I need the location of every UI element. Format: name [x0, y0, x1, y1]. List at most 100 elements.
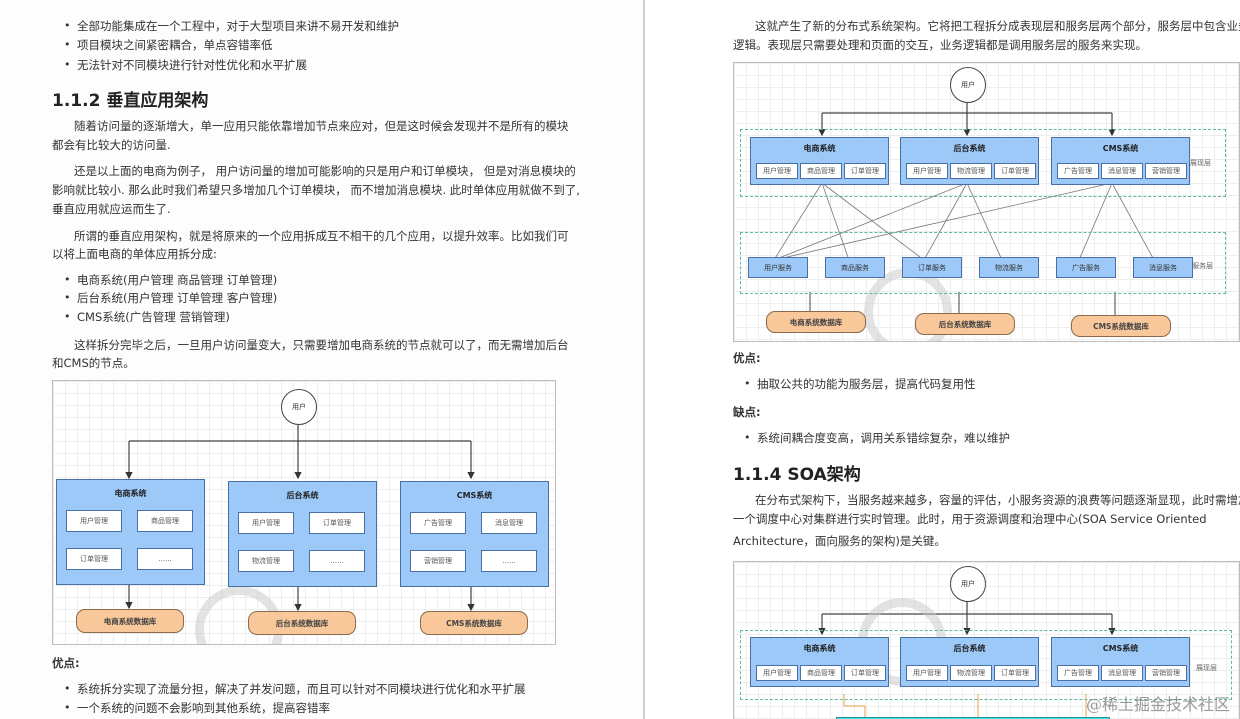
watermark-text: @稀土掘金技术社区	[1085, 695, 1230, 714]
paragraph-line: 和CMS的节点。	[52, 356, 135, 370]
paragraph-line: 在分布式架构下，当服务越来越多，容量的评估，小服务资源的浪费等问题逐渐显现，此时…	[755, 493, 1240, 507]
right-page: 这就产生了新的分布式系统架构。它将把工程拆分成表现层和服务层两个部分，服务层中包…	[645, 0, 1240, 719]
presentation-layer	[740, 129, 1226, 197]
paragraph-line: 都会有比较大的访问量.	[52, 138, 171, 152]
layer-label: 服务层	[1192, 262, 1213, 270]
user-node: 用户	[950, 67, 986, 103]
module-box: 消息管理	[481, 512, 537, 534]
system-title: 后台系统	[953, 144, 986, 153]
list-item: CMS系统(广告管理 营销管理)	[64, 309, 230, 325]
presentation-layer	[740, 630, 1232, 700]
database-node: 后台系统数据库	[915, 313, 1015, 335]
module-box: 营销管理	[1145, 665, 1187, 681]
system-box-cms: CMS系统 广告管理 消息管理 营销管理	[1051, 137, 1190, 185]
system-box-ecommerce: 电商系统 用户管理 商品管理 订单管理	[750, 637, 889, 687]
module-box: 订单管理	[66, 548, 122, 570]
database-node: CMS系统数据库	[420, 611, 528, 635]
system-title: 后台系统	[286, 491, 319, 500]
service-box: 物流服务	[979, 257, 1039, 278]
module-box: 广告管理	[1057, 163, 1099, 179]
paragraph-line: 这就产生了新的分布式系统架构。它将把工程拆分成表现层和服务层两个部分，服务层中包…	[755, 19, 1240, 33]
section-heading: 1.1.4 SOA架构	[733, 465, 861, 485]
list-item: 全部功能集成在一个工程中，对于大型项目来讲不易开发和维护	[64, 18, 399, 34]
list-item: 系统间耦合度变高，调用关系错综复杂，难以维护	[744, 430, 1010, 446]
paragraph-line: 一个调度中心对集群进行实时管理。此时，用于资源调度和治理中心(SOA Servi…	[733, 512, 1207, 526]
service-box: 商品服务	[825, 257, 885, 278]
module-box: 物流管理	[238, 550, 294, 572]
diagram-connectors	[125, 425, 475, 612]
system-box-ecommerce: 电商系统 用户管理 商品管理 订单管理 ......	[56, 479, 205, 585]
service-box: 广告服务	[1056, 257, 1116, 278]
module-box: 商品管理	[800, 665, 842, 681]
soa-architecture-diagram: 用户 展现层 电商系统 用户管理 商品管理 订单管理 后台系统 用户管理 物流管…	[733, 561, 1240, 719]
pros-label: 优点:	[52, 656, 80, 670]
system-box-backend: 后台系统 用户管理 订单管理 物流管理 ......	[228, 481, 377, 587]
section-heading: 1.1.2 垂直应用架构	[52, 91, 209, 111]
diagram-connectors	[773, 101, 1155, 315]
module-box: 商品管理	[800, 163, 842, 179]
module-box: 物流管理	[950, 163, 992, 179]
paragraph-line: Architecture，面向服务的架构)是关键。	[733, 534, 946, 548]
module-box: 用户管理	[906, 665, 948, 681]
database-node: 电商系统数据库	[76, 609, 184, 633]
registry-center-box	[836, 717, 1110, 719]
database-node: 电商系统数据库	[766, 311, 866, 333]
module-box: 订单管理	[844, 163, 886, 179]
page-divider	[643, 0, 645, 719]
service-box: 消息服务	[1133, 257, 1193, 278]
cons-label: 缺点:	[733, 405, 761, 419]
paragraph-line: 逻辑。表现层只需要处理和页面的交互，业务逻辑都是调用服务层的服务来实现。	[733, 38, 1147, 52]
list-item: 一个系统的问题不会影响到其他系统，提高容错率	[64, 700, 330, 716]
system-box-cms: CMS系统 广告管理 消息管理 营销管理	[1051, 637, 1190, 687]
module-box: 用户管理	[756, 163, 798, 179]
service-box: 订单服务	[902, 257, 962, 278]
list-item: 电商系统(用户管理 商品管理 订单管理)	[64, 272, 277, 288]
paragraph-line: 垂直应用就应运而生了.	[52, 202, 171, 216]
module-box: ......	[481, 550, 537, 572]
module-box: 订单管理	[994, 163, 1036, 179]
user-node: 用户	[281, 389, 317, 425]
module-box: 营销管理	[1145, 163, 1187, 179]
module-box: 订单管理	[844, 665, 886, 681]
system-title: CMS系统	[1102, 644, 1139, 653]
list-item: 抽取公共的功能为服务层，提高代码复用性	[744, 376, 975, 392]
pros-label-text: 优点	[733, 351, 756, 365]
system-title: CMS系统	[456, 491, 493, 500]
database-node: CMS系统数据库	[1071, 315, 1171, 337]
module-box: 订单管理	[994, 665, 1036, 681]
system-box-ecommerce: 电商系统 用户管理 商品管理 订单管理	[750, 137, 889, 185]
module-box: ......	[137, 548, 193, 570]
module-box: ......	[309, 550, 365, 572]
system-box-cms: CMS系统 广告管理 消息管理 营销管理 ......	[400, 481, 549, 587]
paragraph-line: 所谓的垂直应用架构，就是将原来的一个应用拆成互不相干的几个应用，以提升效率。比如…	[74, 229, 569, 243]
paragraph-line: 还是以上面的电商为例子， 用户访问量的增加可能影响的只是用户和订单模块， 但是对…	[74, 164, 576, 178]
list-item: 后台系统(用户管理 订单管理 客户管理)	[64, 290, 277, 306]
system-box-backend: 后台系统 用户管理 物流管理 订单管理	[900, 137, 1039, 185]
module-box: 商品管理	[137, 510, 193, 532]
module-box: 营销管理	[410, 550, 466, 572]
system-title: CMS系统	[1102, 144, 1139, 153]
system-title: 后台系统	[953, 644, 986, 653]
module-box: 用户管理	[66, 510, 122, 532]
paragraph-line: 影响就比较小. 那么此时我们希望只多增加几个订单模块， 而不增加消息模块. 此时…	[52, 183, 580, 197]
distributed-architecture-diagram: 用户 展现层 电商系统 用户管理 商品管理 订单管理 后台系统 用户管理 物流管…	[733, 62, 1240, 342]
service-layer	[740, 232, 1226, 294]
paragraph-line: 这样拆分完毕之后，一旦用户访问量变大，只需要增加电商系统的节点就可以了，而无需增…	[74, 338, 569, 352]
paragraph-line: 以将上面电商的单体应用拆分成:	[52, 247, 217, 261]
module-box: 用户管理	[238, 512, 294, 534]
list-item: 项目模块之间紧密耦合，单点容错率低	[64, 37, 272, 53]
module-box: 用户管理	[756, 665, 798, 681]
layer-label: 展现层	[1196, 664, 1217, 672]
pros-label: 优点:	[733, 351, 761, 365]
vertical-architecture-diagram: 用户 电商系统 用户管理 商品管理 订单管理 ...... 后台系统 用户管理 …	[52, 380, 556, 645]
list-item: 无法针对不同模块进行针对性优化和水平扩展	[64, 57, 307, 73]
module-box: 广告管理	[1057, 665, 1099, 681]
module-box: 广告管理	[410, 512, 466, 534]
module-box: 用户管理	[906, 163, 948, 179]
user-node: 用户	[950, 566, 986, 602]
layer-label: 展现层	[1190, 159, 1211, 167]
cons-label-text: 缺点	[733, 405, 756, 419]
list-item: 系统拆分实现了流量分担，解决了并发问题，而且可以针对不同模块进行优化和水平扩展	[64, 681, 525, 697]
system-box-backend: 后台系统 用户管理 物流管理 订单管理	[900, 637, 1039, 687]
module-box: 订单管理	[309, 512, 365, 534]
